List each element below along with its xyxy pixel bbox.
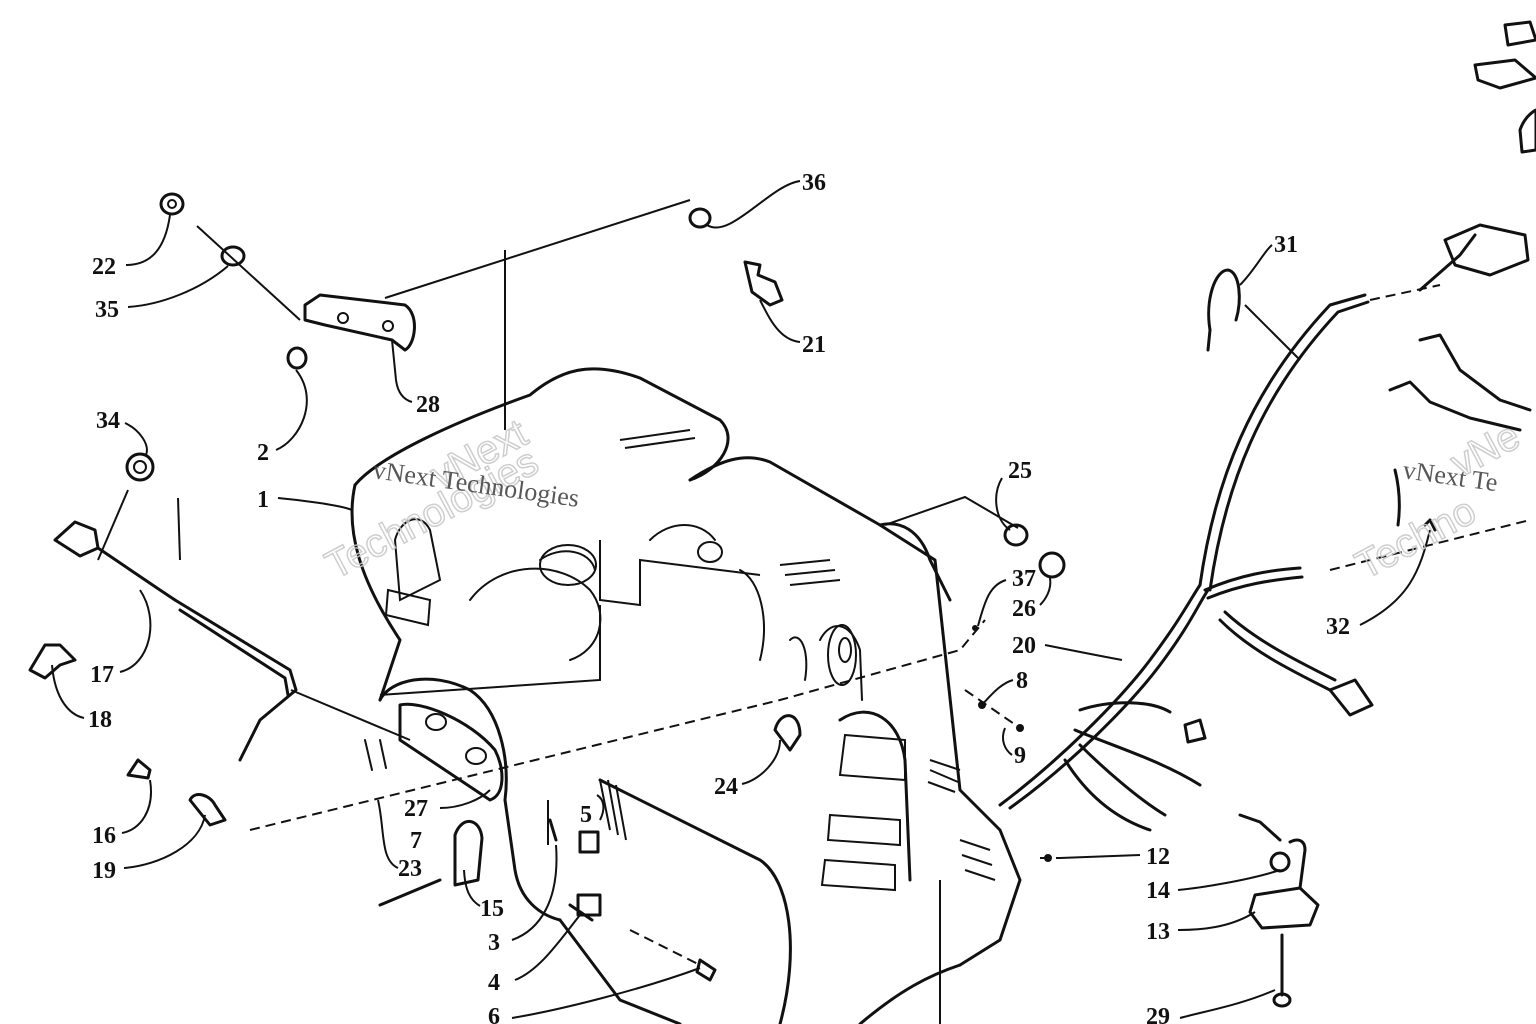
part-37-screw <box>972 625 978 631</box>
assembly-lines <box>177 199 1060 1024</box>
part-2-bushing <box>286 346 308 370</box>
callout-25: 25 <box>1008 458 1032 484</box>
part-19-plug <box>188 793 227 827</box>
part-31-clip <box>1207 268 1241 332</box>
hardware-parts <box>28 192 1320 1008</box>
part-25-nut <box>1003 523 1029 547</box>
callout-3: 3 <box>488 930 500 956</box>
callout-24: 24 <box>714 774 738 800</box>
part-21-switch <box>743 260 784 307</box>
part-17-throttle-cable <box>53 520 100 558</box>
callout-23: 23 <box>398 856 422 882</box>
callout-16: 16 <box>92 823 116 849</box>
callout-26: 26 <box>1012 596 1036 622</box>
callout-22: 22 <box>92 254 116 280</box>
part-34-grommet <box>125 452 155 482</box>
watermark: vNext Technologies vNext Technologies vN… <box>318 410 1528 588</box>
callout-37: 37 <box>1012 566 1036 592</box>
part-24-clip <box>773 714 802 752</box>
callout-29: 29 <box>1146 1004 1170 1024</box>
callout-21: 21 <box>802 332 826 358</box>
callout-34: 34 <box>96 408 120 434</box>
callout-17: 17 <box>90 662 114 688</box>
callout-32: 32 <box>1326 614 1350 640</box>
callout-7: 7 <box>410 828 422 854</box>
callout-14: 14 <box>1146 878 1170 904</box>
part-12-screw <box>1044 854 1052 862</box>
part-14-grommet <box>1269 851 1291 873</box>
part-9-bolt <box>1016 724 1024 732</box>
part-16-clip <box>126 758 152 780</box>
part-7-pin <box>364 739 387 771</box>
callout-15: 15 <box>480 896 504 922</box>
callout-18: 18 <box>88 707 112 733</box>
part-13-regulator <box>1248 886 1320 930</box>
part-6-screw <box>695 958 717 982</box>
part-4-clip <box>568 903 594 922</box>
callout-13: 13 <box>1146 919 1170 945</box>
part-36-washer <box>688 207 712 229</box>
callout-20: 20 <box>1012 633 1036 659</box>
part-26-grommet <box>1038 551 1066 579</box>
callout-labels: 22 35 2 28 36 21 34 1 17 18 16 19 27 7 2… <box>88 170 1350 1024</box>
callout-36: 36 <box>802 170 826 196</box>
part-3-screw <box>548 818 558 842</box>
callout-leaders <box>51 180 1431 1019</box>
callout-8: 8 <box>1016 668 1028 694</box>
part-18-clip <box>28 643 77 680</box>
callout-28: 28 <box>416 392 440 418</box>
part-35-washer <box>220 245 246 267</box>
housing-body <box>350 367 1022 1024</box>
callout-27: 27 <box>404 796 428 822</box>
callout-1: 1 <box>257 487 269 513</box>
part-28-bracket <box>303 293 416 352</box>
callout-9: 9 <box>1014 743 1026 769</box>
callout-31: 31 <box>1274 232 1298 258</box>
callout-6: 6 <box>488 1004 500 1024</box>
callout-5: 5 <box>580 802 592 828</box>
wiring-harness <box>998 20 1536 832</box>
part-22-nut <box>159 192 185 216</box>
callout-35: 35 <box>95 297 119 323</box>
callout-2: 2 <box>257 440 269 466</box>
callout-12: 12 <box>1146 844 1170 870</box>
part-23-rod <box>378 878 442 907</box>
callout-4: 4 <box>488 970 500 996</box>
callout-19: 19 <box>92 858 116 884</box>
